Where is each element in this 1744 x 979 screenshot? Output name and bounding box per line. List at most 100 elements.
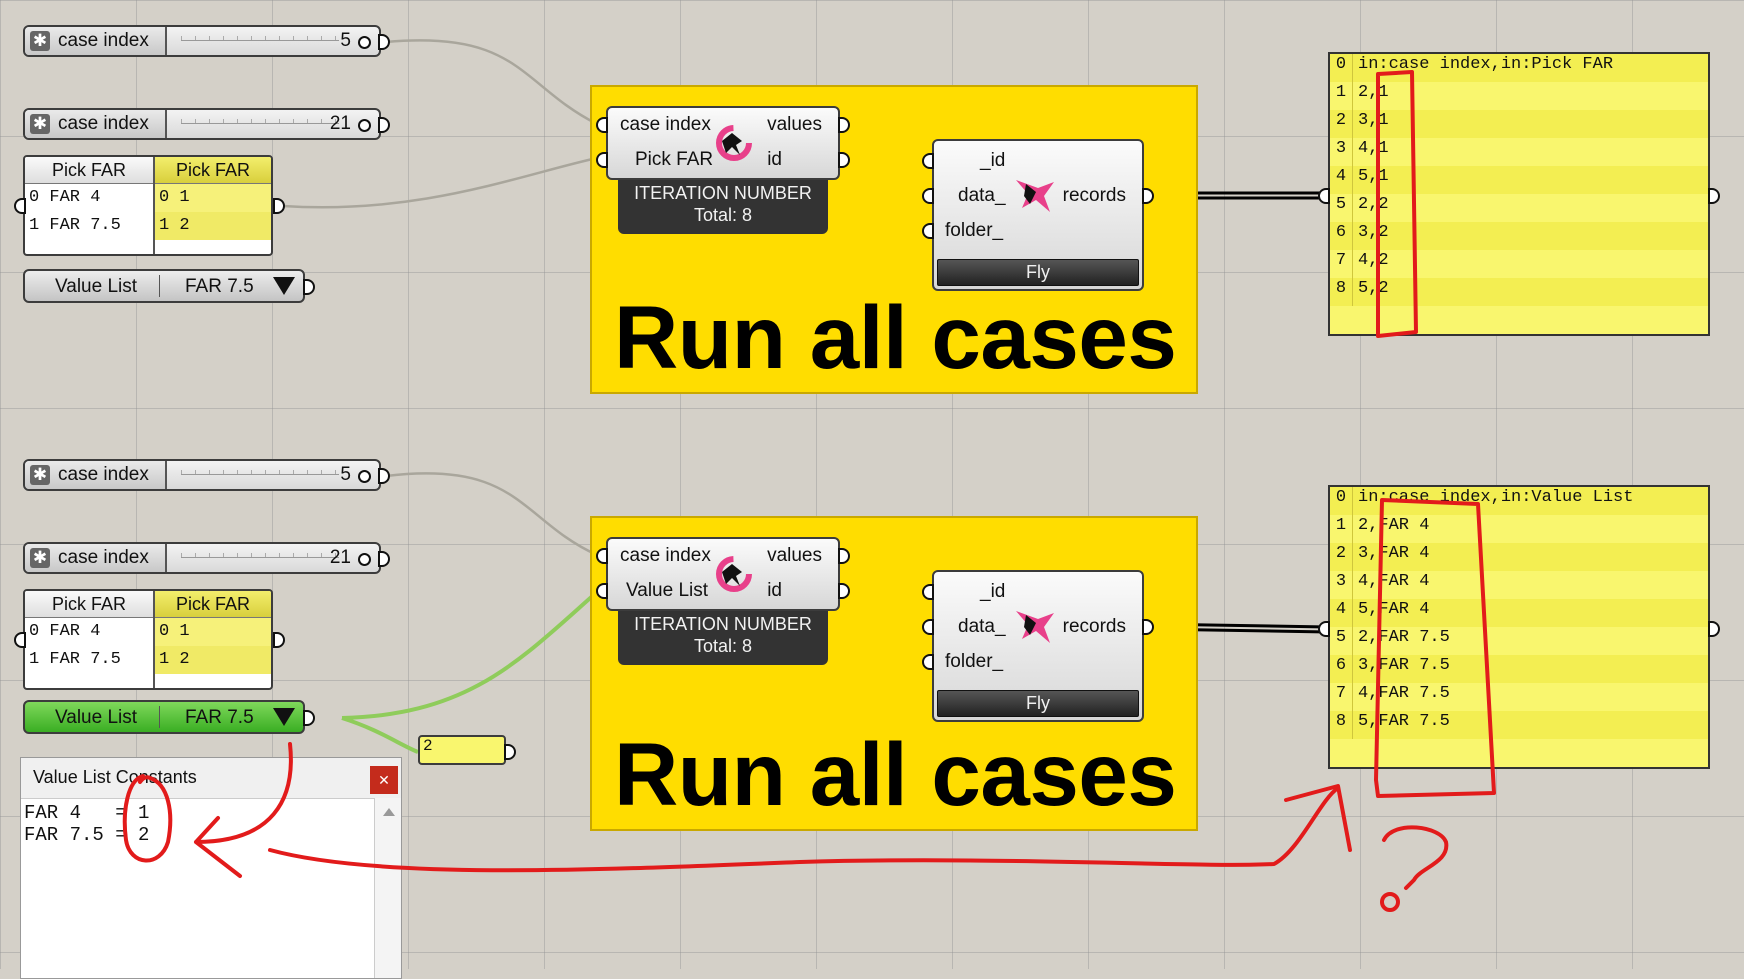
output-port[interactable]: [1142, 619, 1154, 635]
dropdown-triangle-icon[interactable]: [273, 708, 295, 726]
fly-icon: [1016, 611, 1054, 643]
group-title: Run all cases: [614, 287, 1177, 387]
input-port[interactable]: [596, 583, 608, 599]
wire: [341, 716, 419, 754]
output-port[interactable]: [1142, 188, 1154, 204]
input-port[interactable]: [1318, 188, 1330, 204]
dropdown-triangle-icon[interactable]: [273, 277, 295, 295]
pick-far-header: Pick FAR: [155, 157, 271, 184]
case-index-slider[interactable]: ✱case index 5: [23, 459, 390, 491]
output-port[interactable]: [838, 583, 850, 599]
output-port[interactable]: [378, 117, 390, 133]
slider-gear-icon: ✱: [30, 465, 50, 485]
output-port[interactable]: [378, 34, 390, 50]
input-port[interactable]: [922, 188, 934, 204]
input-port[interactable]: [14, 198, 26, 214]
input-port[interactable]: [596, 548, 608, 564]
fly-button[interactable]: Fly: [937, 690, 1139, 717]
pick-far-component[interactable]: Pick FAR 0 FAR 4 1 FAR 7.5 Pick FAR 0 1 …: [23, 155, 273, 256]
input-port[interactable]: [596, 117, 608, 133]
fly-component[interactable]: _id data_ folder_ records Fly: [932, 570, 1144, 722]
iteration-component[interactable]: case index Value List values id: [606, 537, 840, 611]
output-grip[interactable]: [358, 36, 371, 49]
slider-track[interactable]: [181, 119, 339, 124]
slider-track[interactable]: [181, 553, 339, 558]
value-list[interactable]: Value List FAR 7.5: [23, 269, 315, 303]
iteration-banner-total: Total: 8: [693, 205, 753, 225]
output-port[interactable]: [273, 632, 285, 648]
output-port[interactable]: [1708, 621, 1720, 637]
close-button[interactable]: ✕: [370, 766, 398, 794]
case-index-slider[interactable]: ✱case index 21: [23, 542, 390, 574]
pick-far-header: Pick FAR: [25, 591, 153, 618]
output-port[interactable]: [504, 744, 516, 760]
slider-label: case index: [58, 547, 149, 568]
input-port[interactable]: [922, 619, 934, 635]
slider-track[interactable]: [181, 36, 339, 41]
fly-button[interactable]: Fly: [937, 259, 1139, 286]
input-label: folder_: [945, 651, 1004, 672]
case-index-slider[interactable]: ✱case index 5: [23, 25, 390, 57]
input-port[interactable]: [922, 654, 934, 670]
value-list-selected[interactable]: Value List FAR 7.5: [23, 700, 315, 734]
output-grip[interactable]: [358, 119, 371, 132]
iteration-component[interactable]: case index Pick FAR values id: [606, 106, 840, 180]
input-port[interactable]: [922, 584, 934, 600]
number-panel[interactable]: 2: [418, 735, 516, 765]
constants-textarea[interactable]: FAR 4 = 1 FAR 7.5 = 2: [24, 802, 150, 846]
output-label: records: [1062, 616, 1126, 637]
input-port[interactable]: [1318, 621, 1330, 637]
output-port[interactable]: [838, 548, 850, 564]
fly-component[interactable]: _id data_ folder_ records Fly: [932, 139, 1144, 291]
pick-far-key-row: 1 FAR 7.5: [29, 216, 121, 235]
output-port[interactable]: [1708, 188, 1720, 204]
input-port[interactable]: [596, 152, 608, 168]
number-panel-value: 2: [423, 737, 433, 755]
slider-value: 5: [340, 464, 351, 485]
scroll-up-arrow-icon[interactable]: [383, 808, 395, 816]
output-grip[interactable]: [358, 470, 371, 483]
output-grip[interactable]: [358, 553, 371, 566]
slider-gear-icon: ✱: [30, 548, 50, 568]
input-label: case index: [620, 545, 711, 566]
iteration-banner: ITERATION NUMBER Total: 8: [618, 178, 828, 234]
slider-label: case index: [58, 30, 149, 51]
input-port[interactable]: [922, 153, 934, 169]
wire: [385, 472, 598, 557]
output-label: values: [767, 114, 822, 135]
output-port[interactable]: [838, 152, 850, 168]
output-port[interactable]: [303, 710, 315, 726]
slider-track[interactable]: [181, 470, 339, 475]
output-port[interactable]: [273, 198, 285, 214]
case-index-slider[interactable]: ✱case index 21: [23, 108, 390, 140]
pick-far-value-row: 1 2: [155, 646, 271, 674]
input-port[interactable]: [922, 223, 934, 239]
pick-far-keys: Pick FAR 0 FAR 4 1 FAR 7.5: [25, 157, 155, 254]
output-port[interactable]: [303, 279, 315, 295]
pick-far-value-row: 0 1: [155, 618, 271, 646]
output-port[interactable]: [838, 117, 850, 133]
input-label: Pick FAR: [635, 149, 714, 170]
output-port[interactable]: [378, 551, 390, 567]
pick-far-values: Pick FAR 0 1 1 2: [155, 157, 271, 254]
output-port[interactable]: [378, 468, 390, 484]
iteration-banner-title: ITERATION NUMBER: [634, 614, 812, 634]
input-port[interactable]: [14, 632, 26, 648]
pick-far-component[interactable]: Pick FAR 0 FAR 4 1 FAR 7.5 Pick FAR 0 1 …: [23, 589, 273, 690]
input-label: folder_: [945, 220, 1004, 241]
dialog-titlebar[interactable]: Value List Constants ✕: [21, 758, 401, 799]
input-label: data_: [958, 185, 1006, 206]
pick-far-value-row: 1 2: [155, 212, 271, 240]
pick-far-key-row: 0 FAR 4: [29, 188, 101, 207]
scrollbar[interactable]: [374, 798, 401, 978]
value-list-constants-dialog[interactable]: Value List Constants ✕ FAR 4 = 1 FAR 7.5…: [20, 757, 402, 979]
